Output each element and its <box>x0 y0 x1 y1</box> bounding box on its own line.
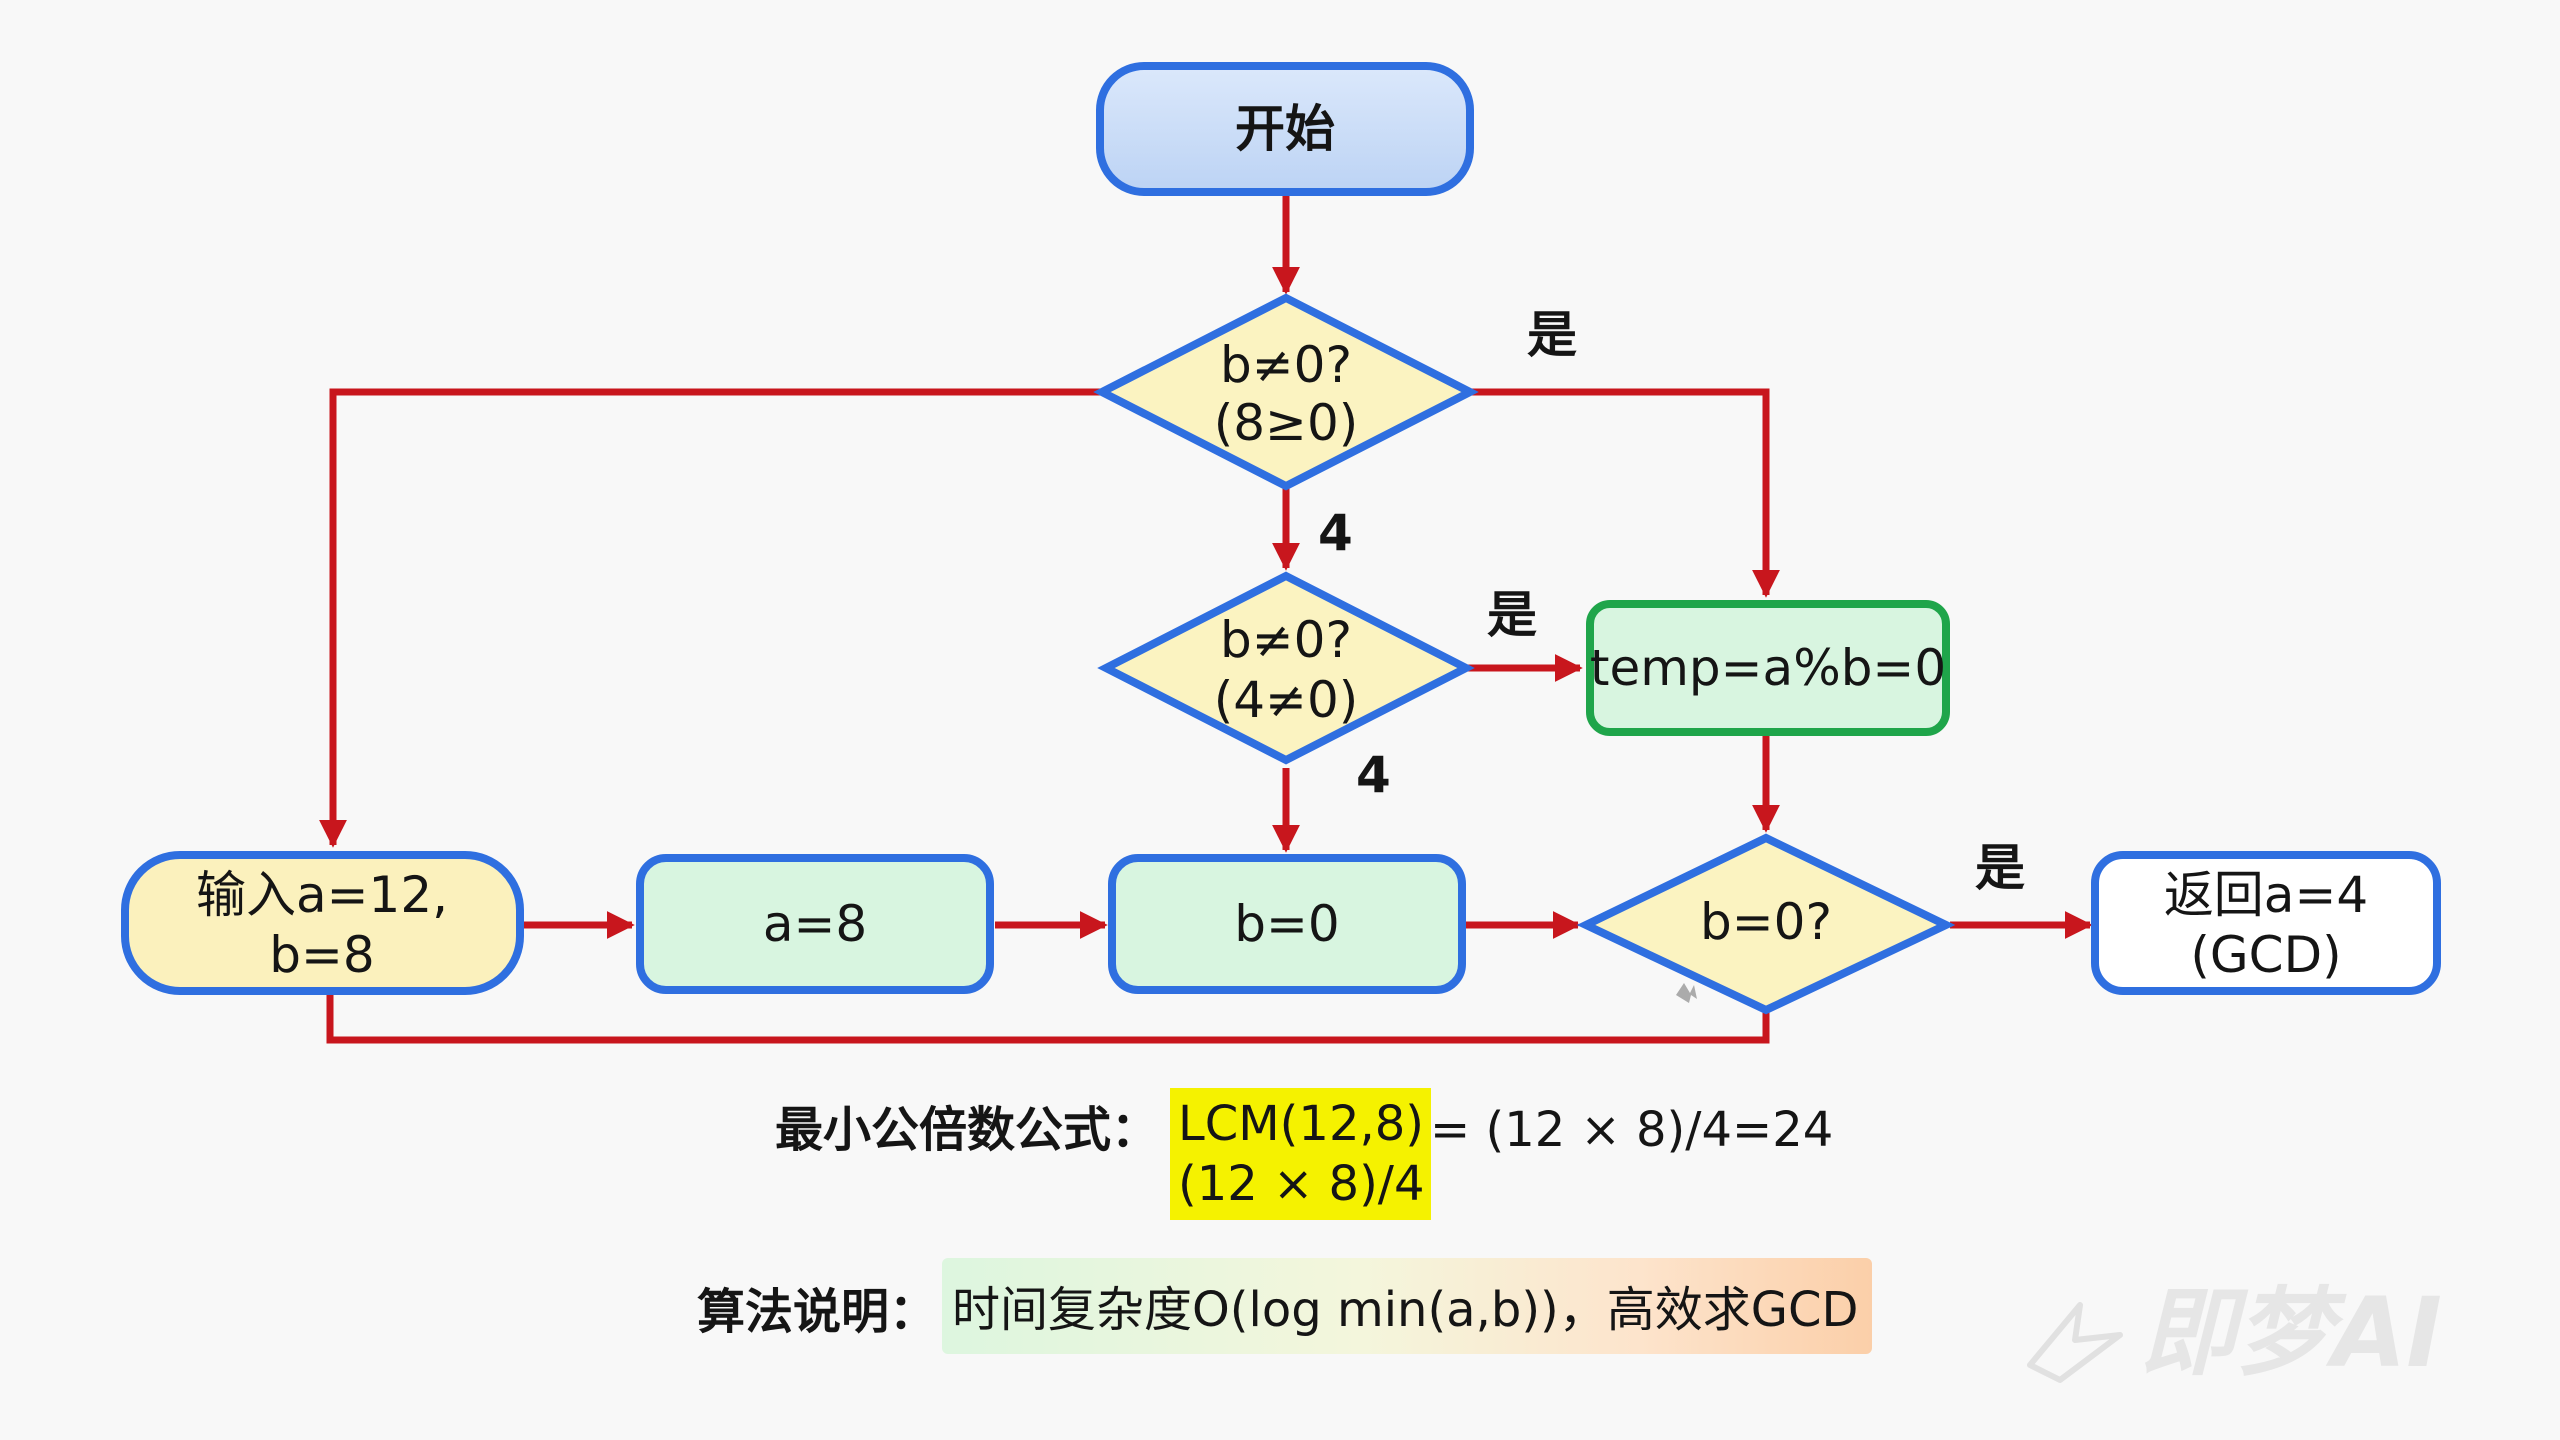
node-assign-a: a=8 <box>636 854 994 994</box>
node-check3: b=0? <box>1576 833 1956 1015</box>
node-check1: b≠0? (8≥0) <box>1093 293 1479 491</box>
watermark-logo-icon <box>2020 1277 2130 1389</box>
formula-label: 最小公倍数公式： <box>775 1102 1160 1158</box>
edge-label-check3-yes: 是 <box>1975 839 2025 897</box>
node-return-line1: 返回a=4 <box>2164 866 2368 924</box>
node-return-line2: (GCD) <box>2190 926 2341 984</box>
node-assign-a-label: a=8 <box>763 895 867 953</box>
note-label: 算法说明： <box>697 1284 938 1340</box>
node-check1-line1: b≠0? <box>1220 336 1352 394</box>
watermark-text: 即梦AI <box>2140 1277 2443 1389</box>
node-temp: temp=a%b=0 <box>1586 600 1950 736</box>
node-check1-line2: (8≥0) <box>1214 394 1359 452</box>
small-mark-icon <box>1676 983 1697 1003</box>
edge-check1-left <box>319 388 1100 848</box>
edges <box>319 195 2093 1044</box>
edge-loop-bottom <box>326 990 1770 1044</box>
node-assign-b-label: b=0 <box>1234 895 1339 953</box>
node-input-line1: 输入a=12, <box>196 866 448 924</box>
node-input: 输入a=12, b=8 <box>121 851 524 995</box>
formula-rest: = (12 × 8)/4=24 <box>1430 1102 1834 1158</box>
formula-highlight-line1: LCM(12,8) <box>1178 1096 1424 1152</box>
edge-label-check2-down: 4 <box>1356 746 1391 804</box>
node-start-label: 开始 <box>1235 100 1335 158</box>
note-body: 时间复杂度O(log min(a,b))，高效求GCD <box>942 1258 1873 1354</box>
node-temp-label: temp=a%b=0 <box>1590 639 1946 697</box>
formula-highlight: LCM(12,8) (12 × 8)/4 <box>1170 1088 1431 1220</box>
node-return: 返回a=4 (GCD) <box>2091 851 2441 995</box>
node-check3-label: b=0? <box>1700 893 1832 951</box>
node-start: 开始 <box>1096 62 1474 196</box>
formula-highlight-line2: (12 × 8)/4 <box>1178 1156 1425 1212</box>
node-check2-line2: (4≠0) <box>1214 671 1359 729</box>
watermark: 即梦AI <box>2020 1255 2442 1394</box>
edge-label-check1-down: 4 <box>1318 504 1353 562</box>
node-check2-line1: b≠0? <box>1220 611 1352 669</box>
edge-check1-yes <box>1470 388 1780 598</box>
edge-label-check1-yes: 是 <box>1527 306 1577 364</box>
node-input-line2: b=8 <box>269 926 374 984</box>
node-assign-b: b=0 <box>1108 854 1466 994</box>
edge-label-check2-yes: 是 <box>1487 586 1537 644</box>
node-check2: b≠0? (4≠0) <box>1097 571 1475 765</box>
